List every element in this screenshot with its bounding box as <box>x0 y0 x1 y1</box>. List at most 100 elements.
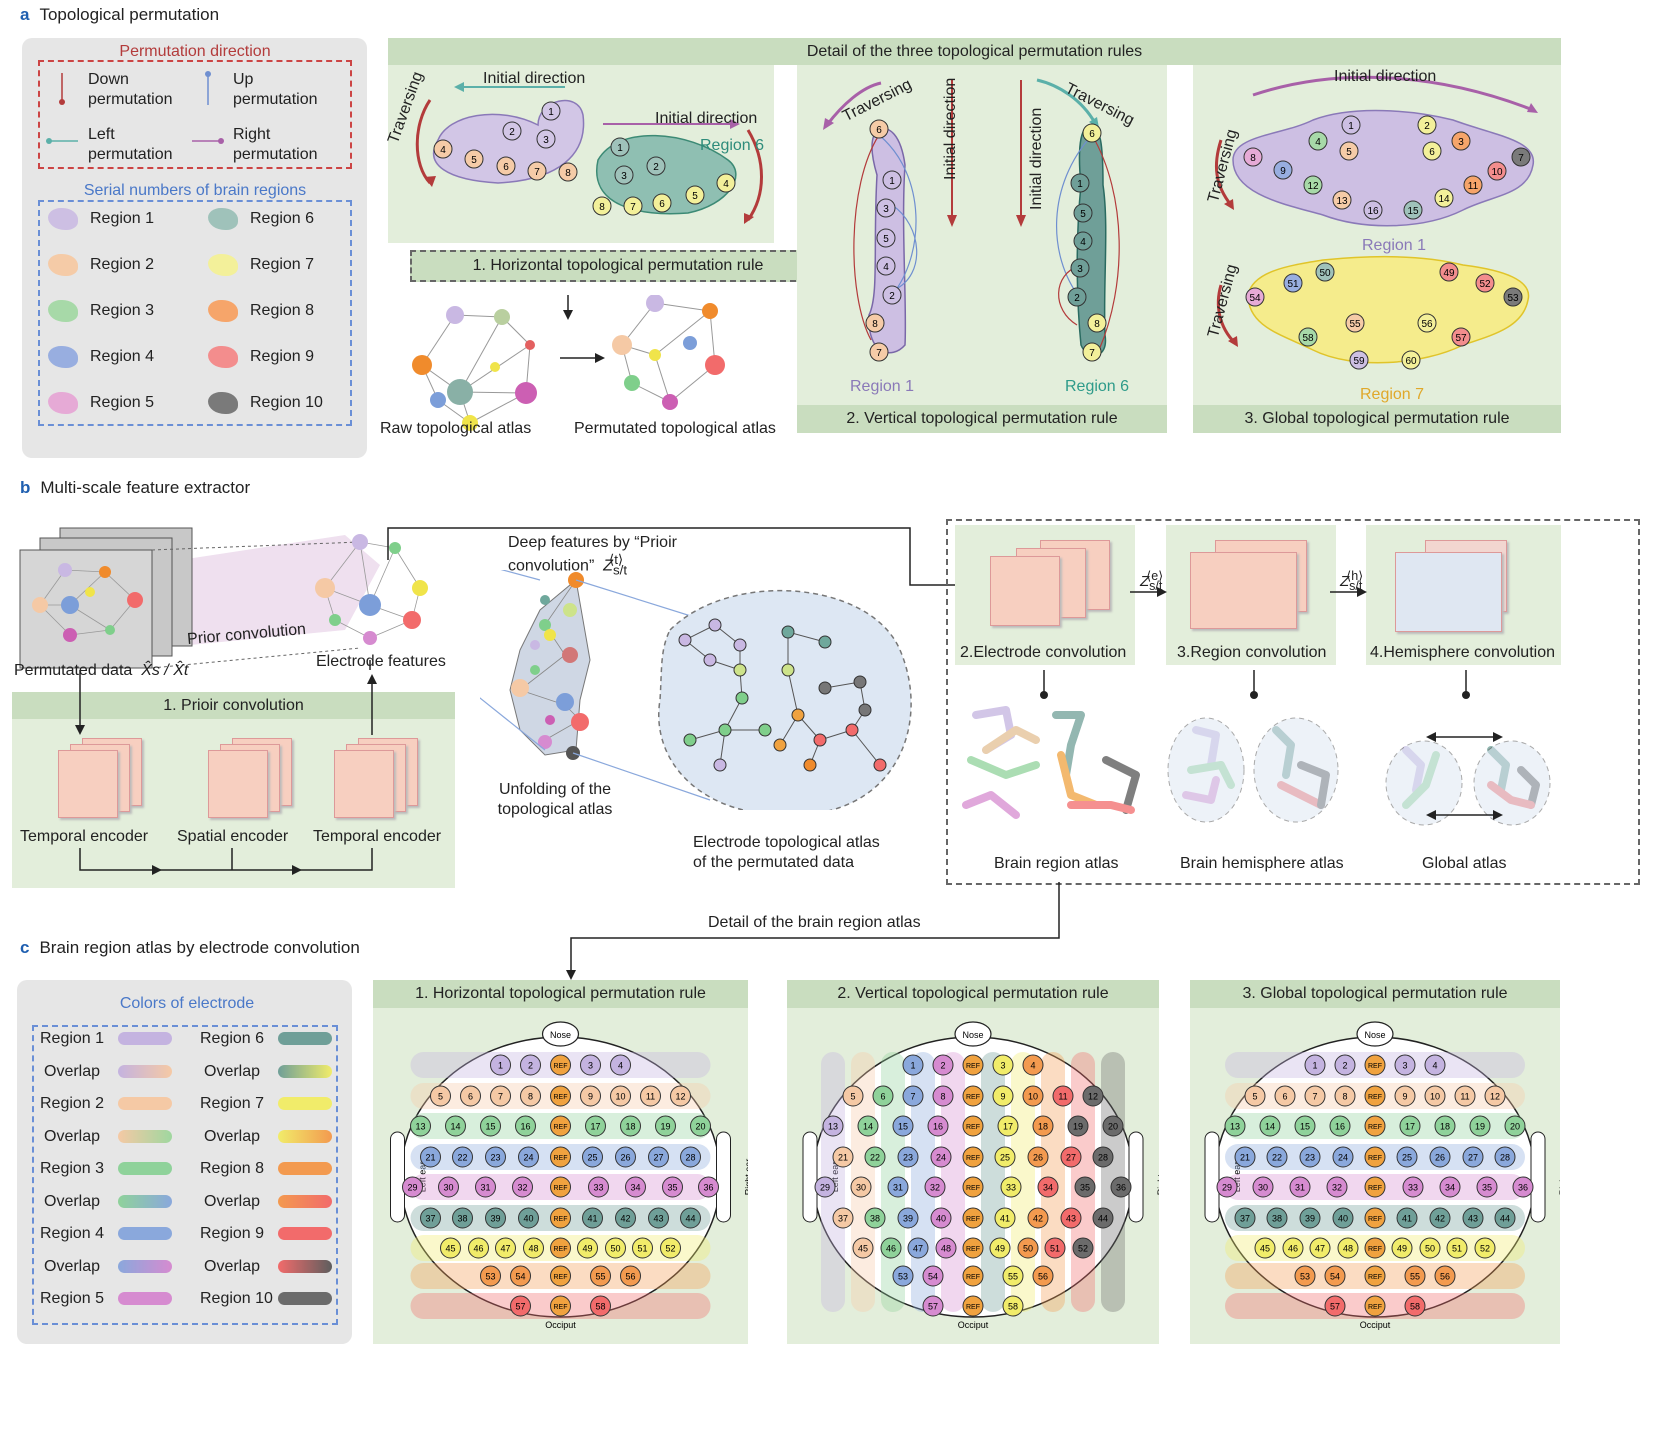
svg-text:15: 15 <box>1300 1122 1310 1132</box>
svg-text:4: 4 <box>1080 237 1086 248</box>
svg-text:58: 58 <box>595 1302 605 1312</box>
electrode-color-swatch <box>278 1259 332 1273</box>
electrode-legend-item: Region 2 <box>40 1095 190 1113</box>
svg-text:8: 8 <box>1342 1092 1347 1102</box>
svg-text:21: 21 <box>1240 1153 1250 1163</box>
svg-text:REF: REF <box>966 1063 980 1070</box>
svg-text:21: 21 <box>425 1153 435 1163</box>
svg-text:REF: REF <box>554 1063 568 1070</box>
svg-text:22: 22 <box>1272 1153 1282 1163</box>
hemisphere-conv-card <box>1395 552 1502 632</box>
svg-text:REF: REF <box>1368 1063 1382 1070</box>
svg-text:52: 52 <box>665 1244 675 1254</box>
electrode-color-swatch <box>278 1227 332 1241</box>
svg-text:52: 52 <box>1479 279 1491 290</box>
svg-text:REF: REF <box>966 1304 980 1311</box>
svg-text:34: 34 <box>1445 1183 1455 1193</box>
svg-text:REF: REF <box>966 1155 980 1162</box>
svg-text:44: 44 <box>1098 1214 1108 1224</box>
svg-text:29: 29 <box>820 1183 830 1193</box>
region-legend-item: Region 6 <box>208 208 314 230</box>
svg-text:6: 6 <box>1429 147 1435 158</box>
svg-text:38: 38 <box>1272 1214 1282 1224</box>
electrode-legend-item: Overlap <box>40 1128 190 1146</box>
svg-text:REF: REF <box>554 1304 568 1311</box>
svg-text:9: 9 <box>1000 1092 1005 1102</box>
svg-text:50: 50 <box>610 1244 620 1254</box>
svg-text:57: 57 <box>1455 333 1467 344</box>
temporal-encoder-1-card <box>58 750 118 818</box>
region-legend-item: Region 8 <box>208 300 314 322</box>
region-legend-item: Region 4 <box>48 346 154 368</box>
svg-text:4: 4 <box>883 262 889 273</box>
svg-text:33: 33 <box>1006 1183 1016 1193</box>
left-ear-label: Left ear <box>418 1162 428 1193</box>
occiput-label: Occiput <box>958 1320 989 1330</box>
region-convolution-label: 3.Region convolution <box>1177 644 1327 661</box>
svg-text:1: 1 <box>889 176 895 187</box>
brain-hemisphere-atlas-label: Brain hemisphere atlas <box>1180 855 1344 872</box>
svg-text:59: 59 <box>1353 356 1365 367</box>
electrode-legend-item: Region 5 <box>40 1290 190 1308</box>
svg-text:55: 55 <box>1410 1272 1420 1282</box>
svg-text:47: 47 <box>500 1244 510 1254</box>
svg-text:4: 4 <box>618 1061 623 1071</box>
svg-text:44: 44 <box>685 1214 695 1224</box>
svg-text:16: 16 <box>1367 206 1379 217</box>
svg-text:REF: REF <box>1368 1094 1382 1101</box>
electrode-legend-item: Overlap <box>200 1128 350 1146</box>
svg-text:51: 51 <box>1452 1244 1462 1254</box>
z-arrows <box>1130 587 1367 597</box>
electrode-features-label: Electrode features <box>316 653 446 670</box>
region-blob-icon <box>208 392 238 414</box>
electrode-legend-item: Overlap <box>40 1063 190 1081</box>
map-title-vertical: 2. Vertical topological permutation rule <box>787 980 1159 1008</box>
svg-text:10: 10 <box>615 1092 625 1102</box>
left-ear-label: Left ear <box>830 1162 840 1193</box>
svg-text:12: 12 <box>1490 1092 1500 1102</box>
svg-text:24: 24 <box>523 1153 533 1163</box>
svg-text:25: 25 <box>587 1153 597 1163</box>
svg-text:51: 51 <box>1287 279 1299 290</box>
svg-text:42: 42 <box>1435 1214 1445 1224</box>
spatial-encoder-label: Spatial encoder <box>177 828 289 845</box>
svg-text:3: 3 <box>1000 1061 1005 1071</box>
svg-text:35: 35 <box>667 1183 677 1193</box>
svg-text:11: 11 <box>1468 181 1479 192</box>
svg-text:REF: REF <box>554 1216 568 1223</box>
electrode-color-swatch <box>278 1292 332 1306</box>
svg-text:27: 27 <box>1066 1153 1076 1163</box>
svg-text:56: 56 <box>625 1272 635 1282</box>
svg-text:14: 14 <box>1438 194 1450 205</box>
svg-text:50: 50 <box>1425 1244 1435 1254</box>
colors-of-electrode-box <box>32 1025 338 1325</box>
horizontal-rule-diagram: 1 2 3 4 5 6 7 8 1 2 3 4 5 6 7 8 <box>415 82 763 224</box>
nose-label: Nose <box>1364 1030 1385 1040</box>
svg-text:29: 29 <box>407 1183 417 1193</box>
svg-text:55: 55 <box>595 1272 605 1282</box>
svg-text:32: 32 <box>930 1183 940 1193</box>
svg-text:53: 53 <box>1300 1272 1310 1282</box>
electrode-convolution-label: 2.Electrode convolution <box>960 644 1127 661</box>
svg-text:58: 58 <box>1302 333 1314 344</box>
panel-a-title: Topological permutation <box>39 5 220 24</box>
svg-text:2: 2 <box>509 127 515 138</box>
svg-text:43: 43 <box>1468 1214 1478 1224</box>
panel-c-tag: c <box>20 938 30 957</box>
svg-text:2: 2 <box>1074 293 1080 304</box>
svg-text:3: 3 <box>588 1061 593 1071</box>
svg-text:9: 9 <box>588 1092 593 1102</box>
region-blob-icon <box>48 346 78 368</box>
panel-c-title: Brain region atlas by electrode convolut… <box>39 938 360 957</box>
svg-text:37: 37 <box>838 1214 848 1224</box>
region-legend-item: Region 7 <box>208 254 314 276</box>
svg-text:56: 56 <box>1440 1272 1450 1282</box>
svg-text:1: 1 <box>548 107 554 118</box>
g-region7-label: Region 7 <box>1360 386 1425 403</box>
svg-text:REF: REF <box>1368 1155 1382 1162</box>
